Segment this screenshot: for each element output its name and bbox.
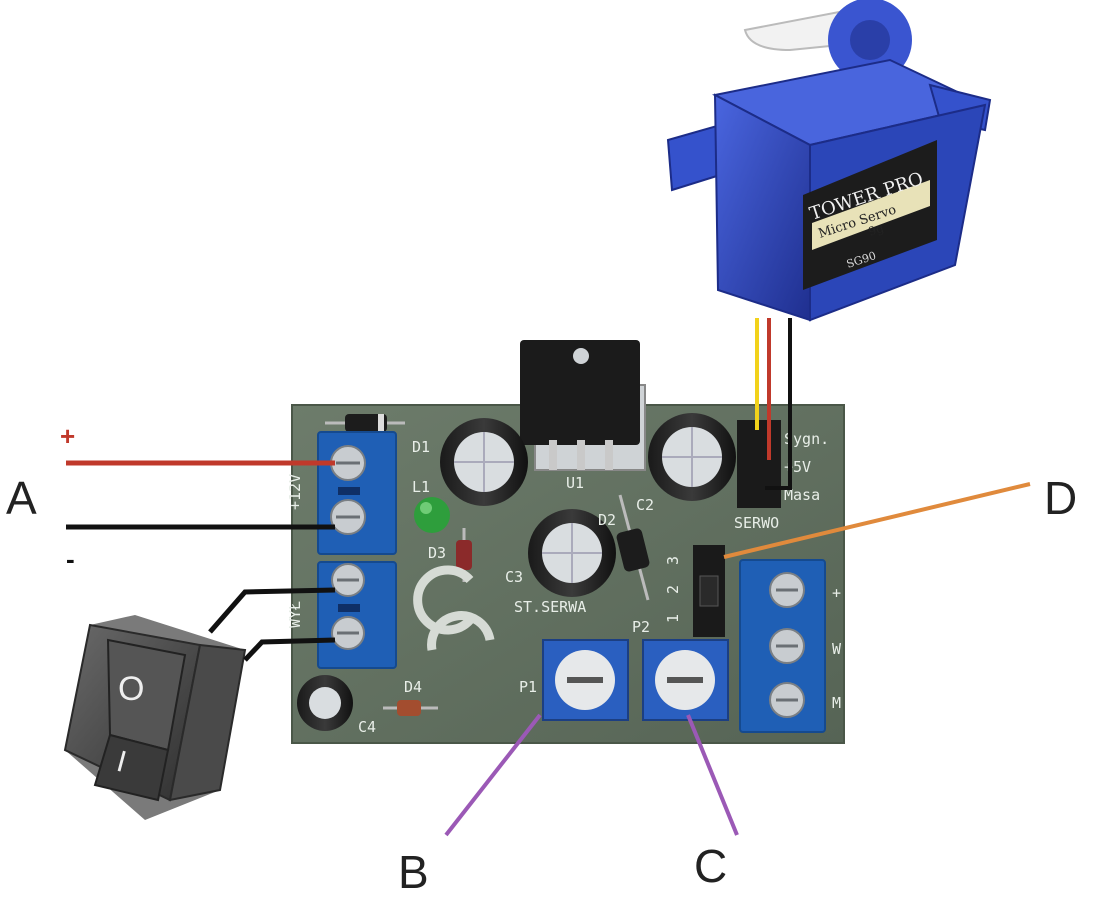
- input-terminal-block: [317, 431, 397, 555]
- ce-mark: [413, 565, 495, 651]
- voltage-regulator: [520, 340, 646, 471]
- jumper-header: [693, 545, 725, 637]
- switch-off-symbol: O: [118, 670, 144, 708]
- leader-d: [723, 482, 1031, 559]
- servo-line2: 9g: [867, 221, 886, 239]
- potentiometer-p2: [642, 639, 729, 721]
- switch-wires: [208, 587, 336, 662]
- label-c3: C3: [505, 568, 523, 586]
- minus-sign: -: [66, 544, 75, 574]
- output-terminal-block: [739, 559, 826, 733]
- label-jumper-1: 1: [664, 614, 682, 623]
- label-masa: Masa: [784, 486, 820, 504]
- label-p1: P1: [519, 678, 537, 696]
- capacitor-c2: [648, 413, 736, 501]
- capacitor-c4: [297, 675, 353, 731]
- rocker-switch: [63, 615, 247, 820]
- leader-c: [686, 714, 739, 836]
- diode-d1: [325, 414, 405, 432]
- callout-c: C: [694, 840, 727, 892]
- label-term-plus: +: [832, 584, 841, 602]
- label-d1: D1: [412, 438, 430, 456]
- label-input: +12V: [286, 474, 304, 510]
- callout-a: A: [6, 472, 37, 524]
- label-d4: D4: [404, 678, 422, 696]
- capacitor-c3: [528, 509, 616, 597]
- leader-b: [444, 713, 542, 837]
- label-d3: D3: [428, 544, 446, 562]
- servo-motor: [666, 0, 992, 322]
- label-c4: C4: [358, 718, 376, 736]
- label-p2: P2: [632, 618, 650, 636]
- led-l1: [414, 497, 450, 533]
- capacitor-c1: [440, 418, 528, 506]
- label-serwo: SERWO: [734, 514, 779, 532]
- label-term-w: W: [832, 640, 842, 658]
- label-st-serwa: ST.SERWA: [514, 598, 586, 616]
- label-jumper-2: 2: [664, 585, 682, 594]
- label-c2: C2: [636, 496, 654, 514]
- label-sygn: Sygn.: [784, 430, 829, 448]
- label-l1: L1: [412, 478, 430, 496]
- diode-d4: [383, 700, 438, 716]
- label-jumper-3: 3: [664, 556, 682, 565]
- callout-b: B: [398, 846, 429, 898]
- diode-d2: [616, 494, 650, 601]
- label-u1: U1: [566, 474, 584, 492]
- label-term-m: M: [832, 694, 841, 712]
- potentiometer-p1: [542, 639, 629, 721]
- switch-terminal-block: [317, 561, 397, 669]
- label-d2: D2: [598, 511, 616, 529]
- plus-sign: +: [60, 421, 75, 451]
- callout-d: D: [1044, 472, 1077, 524]
- servo-header: [737, 420, 781, 508]
- servo-wires: [755, 318, 792, 490]
- label-switch: WYŁ: [286, 601, 304, 628]
